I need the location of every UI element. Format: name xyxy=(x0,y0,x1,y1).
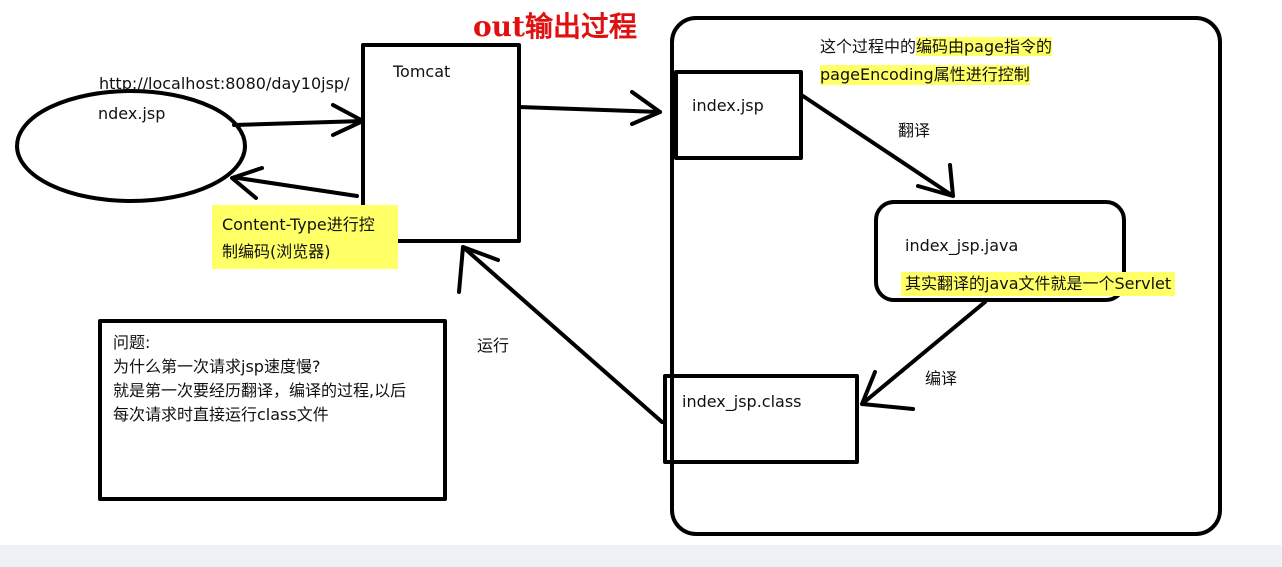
index-jsp-box xyxy=(674,70,803,160)
request-url: http://localhost:8080/day10jsp/ xyxy=(99,74,350,93)
translate-label: 翻译 xyxy=(898,121,931,140)
index-jsp-java-box xyxy=(874,200,1126,302)
encoding-note-line-1: 这个过程中的编码由page指令的 xyxy=(820,37,1052,57)
tomcat-to-jsp-arrow xyxy=(517,90,662,126)
index-jsp-class-box xyxy=(663,374,859,464)
index-jsp-java-label: index_jsp.java xyxy=(905,236,1019,255)
question-line-1: 为什么第一次请求jsp速度慢? xyxy=(113,357,321,376)
content-type-note-line-1: Content-Type进行控 xyxy=(222,215,375,234)
question-line-2: 就是第一次要经历翻译，编译的过程,以后 xyxy=(113,381,407,400)
jsp-container-box xyxy=(670,16,1222,536)
tomcat-box xyxy=(361,43,521,243)
run-label: 运行 xyxy=(477,336,510,355)
index-jsp-label: index.jsp xyxy=(692,96,764,115)
content-type-note: Content-Type进行控 制编码(浏览器) xyxy=(212,205,398,269)
compile-label: 编译 xyxy=(925,369,958,388)
translate-arrow xyxy=(801,94,955,198)
question-text: 问题: 为什么第一次请求jsp速度慢? 就是第一次要经历翻译，编译的过程,以后 … xyxy=(113,331,406,427)
diagram-title: out输出过程 xyxy=(473,10,637,43)
browser-ellipse xyxy=(15,89,247,203)
encoding-note-prefix: 这个过程中的 xyxy=(820,37,917,56)
compile-arrow xyxy=(860,300,987,411)
content-type-note-line-2: 制编码(浏览器) xyxy=(222,242,331,261)
encoding-note-line-2: pageEncoding属性进行控制 xyxy=(820,65,1030,85)
question-heading: 问题: xyxy=(113,333,151,352)
run-arrow xyxy=(457,245,664,424)
servlet-note: 其实翻译的java文件就是一个Servlet xyxy=(901,272,1176,296)
question-box xyxy=(98,319,447,501)
page-bottom-bar xyxy=(0,545,1282,567)
encoding-note-highlight-1: 编码由page指令的 xyxy=(916,37,1052,56)
browser-file-label: ndex.jsp xyxy=(98,104,166,123)
response-arrow xyxy=(230,166,359,200)
request-arrow xyxy=(232,103,365,137)
tomcat-label: Tomcat xyxy=(393,62,451,81)
index-jsp-class-label: index_jsp.class xyxy=(682,392,802,411)
question-line-3: 每次请求时直接运行class文件 xyxy=(113,405,329,424)
